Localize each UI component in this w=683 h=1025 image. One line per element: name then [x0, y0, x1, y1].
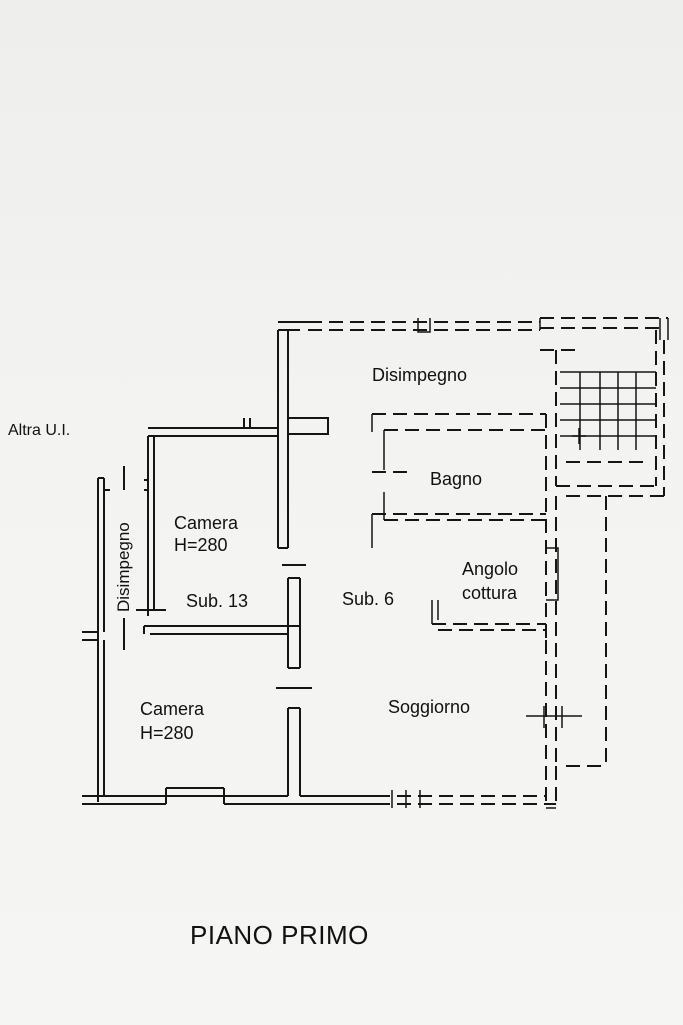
label-living-room: Soggiorno	[388, 697, 471, 717]
label-sub-13: Sub. 13	[186, 591, 249, 611]
label-kitchen-line2: cottura	[462, 583, 518, 603]
label-kitchen-line1: Angolo	[462, 559, 519, 579]
dashed-walls	[308, 317, 669, 809]
label-bedroom-1-height: H=280	[174, 535, 228, 555]
label-other-unit: Altra U.I.	[8, 422, 71, 439]
label-bedroom-2: Camera	[140, 699, 205, 719]
solid-walls	[82, 321, 376, 805]
label-bedroom-1: Camera	[174, 513, 239, 533]
label-sub-6: Sub. 6	[342, 589, 395, 609]
label-corridor-top: Disimpegno	[372, 365, 468, 385]
plan-title: PIANO PRIMO	[190, 920, 369, 950]
label-corridor-left: Disimpegno	[114, 522, 133, 612]
label-bedroom-2-height: H=280	[140, 723, 194, 743]
label-bathroom: Bagno	[430, 469, 483, 489]
